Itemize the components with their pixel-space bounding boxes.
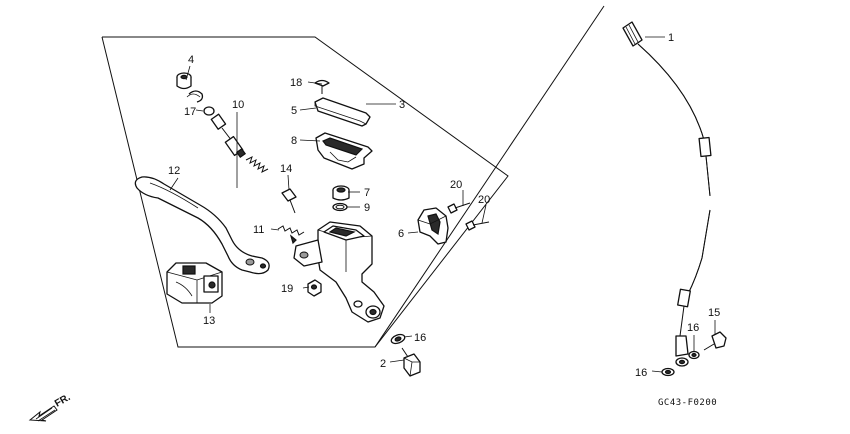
part-5-reservoir-cap [314, 97, 371, 127]
part-16-washer-left [390, 333, 406, 345]
callout-16-right-upper: 16 [687, 322, 699, 334]
callout-3: 3 [399, 99, 405, 111]
part-7-boot [332, 185, 350, 201]
callout-4: 4 [188, 54, 194, 66]
callout-1: 1 [668, 32, 674, 44]
part-9-ring [332, 202, 348, 212]
callout-5: 5 [291, 105, 297, 117]
callout-2: 2 [380, 358, 386, 370]
callout-8: 8 [291, 135, 297, 147]
callout-12: 12 [168, 165, 180, 177]
front-label: FR. [53, 392, 73, 410]
callout-10: 10 [232, 99, 244, 111]
front-direction-indicator: FR. [28, 392, 73, 422]
part-20-bolt-lower [465, 220, 490, 231]
part-11-spring [277, 225, 305, 245]
part-8-diaphragm [315, 132, 373, 170]
part-19-nut [307, 279, 322, 297]
part-16-washer-right-lower [661, 367, 675, 377]
part-17-circlip [186, 90, 204, 103]
callout-19: 19 [281, 283, 293, 295]
part-15-oil-bolt [703, 331, 727, 351]
callout-20-upper: 20 [450, 179, 462, 191]
callout-7: 7 [364, 187, 370, 199]
figure-code: GC43-F0200 [658, 398, 717, 408]
part-1-brake-hose [622, 21, 712, 367]
part-6-holder [417, 207, 449, 245]
callout-16-left: 16 [414, 332, 426, 344]
callout-6: 6 [398, 228, 404, 240]
part-3-master-cylinder [293, 221, 385, 323]
hose-boundary-line [374, 5, 605, 348]
leader-lines [169, 36, 716, 373]
callout-17: 17 [184, 106, 196, 118]
callout-9: 9 [364, 202, 370, 214]
part-16-washer-right-upper [688, 350, 700, 360]
callout-labels: 1 2 3 4 5 6 7 8 9 10 11 12 13 14 15 16 1… [168, 32, 720, 379]
callout-11: 11 [253, 224, 264, 236]
part-10-piston-set [203, 106, 269, 173]
callout-13: 13 [203, 315, 215, 327]
part-13-switch-bracket [166, 262, 223, 304]
callout-20-lower: 20 [478, 194, 490, 206]
callout-16-right-lower: 16 [635, 367, 647, 379]
assembly-outline [101, 36, 509, 348]
part-4-cap [176, 72, 192, 90]
callout-18: 18 [290, 77, 302, 89]
callout-14: 14 [280, 163, 292, 175]
part-14-pivot-bolt [281, 188, 297, 214]
part-12-lever [134, 176, 270, 275]
part-20-bolt-upper [447, 202, 471, 214]
part-2-oil-bolt [401, 347, 421, 377]
callout-15: 15 [708, 307, 720, 319]
part-18-screw [314, 79, 330, 94]
